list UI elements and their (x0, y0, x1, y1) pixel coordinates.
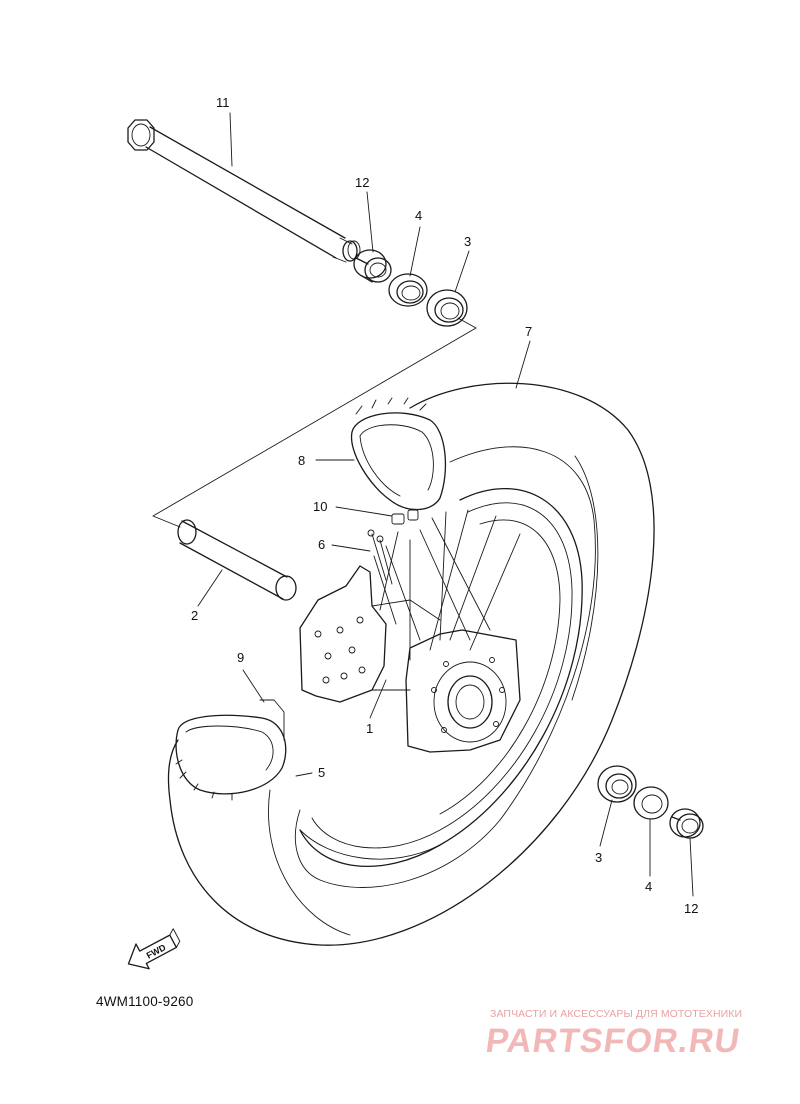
callout-12-lower: 12 (684, 901, 698, 916)
oil-seal-part-4-lower (633, 786, 669, 820)
callout-4-upper: 4 (415, 208, 422, 223)
spokes (373, 509, 521, 661)
callout-11: 11 (216, 95, 230, 110)
spacer-part-2 (177, 519, 297, 601)
bearing-part-3-lower (597, 765, 637, 803)
diagram-code: 4WM1100-9260 (96, 994, 194, 1009)
axle-part-11 (127, 119, 361, 263)
tube-part-8 (350, 397, 447, 511)
collar-part-12-lower (669, 808, 704, 839)
spoke-part-6 (367, 529, 393, 585)
collar-part-12-upper (353, 249, 392, 283)
callout-9: 9 (237, 650, 244, 665)
watermark-logo: PARTSFOR.RU (483, 1022, 743, 1060)
rim (299, 487, 583, 868)
callout-5: 5 (318, 765, 325, 780)
fwd-arrow-icon: FWD (127, 928, 181, 970)
leader-lines (197, 112, 694, 897)
tire-part-7 (167, 382, 655, 946)
callout-12-upper: 12 (355, 175, 369, 190)
hub-part-1 (299, 565, 521, 753)
callout-1: 1 (366, 721, 373, 736)
callout-7: 7 (525, 324, 532, 339)
rim-band-part-9 (175, 699, 287, 801)
callout-3-lower: 3 (595, 850, 602, 865)
assembly-path (152, 317, 477, 528)
callout-8: 8 (298, 453, 305, 468)
callout-3-upper: 3 (464, 234, 471, 249)
callout-6: 6 (318, 537, 325, 552)
callout-labels: 11 12 4 3 7 8 10 6 2 9 1 5 3 4 12 (191, 95, 698, 916)
callout-2: 2 (191, 608, 198, 623)
spoke-nipple-part-10 (391, 509, 419, 525)
callout-10: 10 (313, 499, 327, 514)
oil-seal-part-4-upper (388, 273, 428, 307)
watermark-caption: ЗАПЧАСТИ И АКСЕССУАРЫ ДЛЯ МОТОТЕХНИКИ (490, 1008, 743, 1020)
bearing-part-3-upper (426, 289, 468, 327)
callout-4-lower: 4 (645, 879, 652, 894)
